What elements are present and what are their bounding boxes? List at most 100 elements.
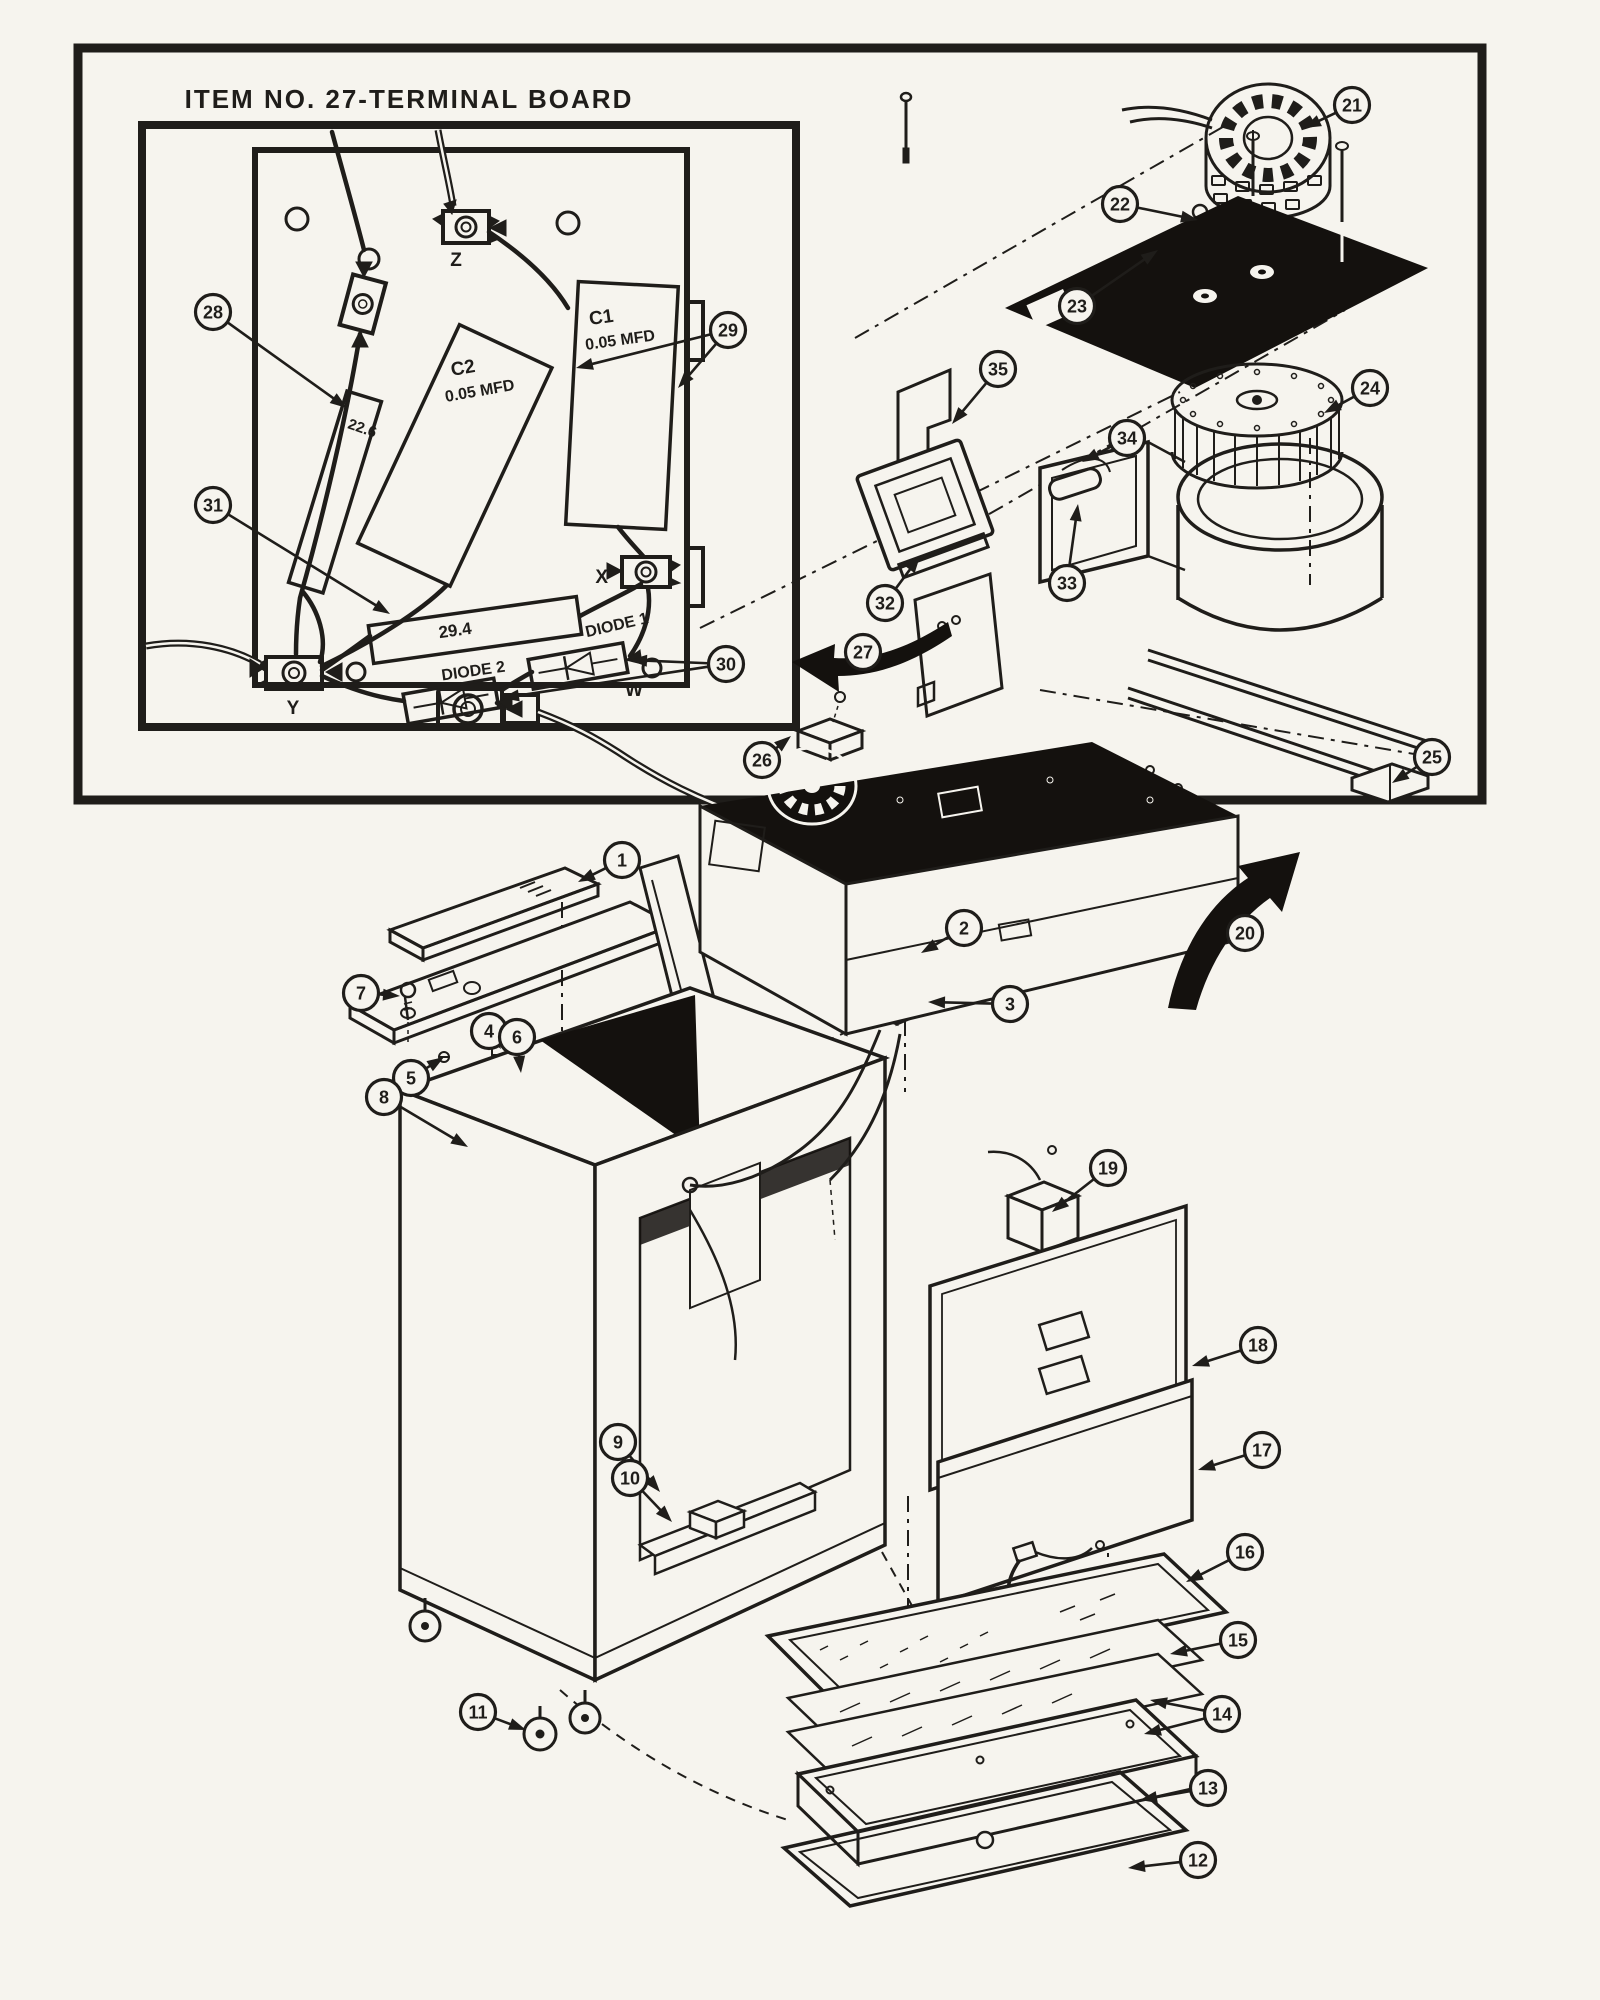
callout-5: 5 [391,1057,444,1098]
svg-text:31: 31 [203,496,223,516]
callout-11: 11 [458,1692,526,1732]
callout-1: 1 [578,840,642,882]
control-bracket [987,1145,1083,1255]
svg-text:16: 16 [1235,1543,1255,1563]
wire-connector [337,272,389,336]
svg-text:27: 27 [853,643,873,663]
callout-35: 35 [952,349,1018,424]
limit-switch-box [793,691,867,763]
label-resistor-22-6: 22.6 [346,416,379,442]
run-capacitor [1048,467,1102,501]
svg-text:7: 7 [356,984,366,1004]
callout-2: 2 [921,908,984,953]
svg-text:6: 6 [512,1028,522,1048]
label-terminal-w: W [625,680,643,701]
callout-16: 16 [1186,1532,1265,1582]
cabinet-shell [394,986,891,1683]
callout-29: 29 [576,310,748,388]
bolt [899,91,913,164]
capacitor-c1 [563,279,681,532]
callout-24: 24 [1324,368,1390,413]
label-c1-name: C1 [588,306,615,330]
svg-text:4: 4 [484,1022,494,1042]
screw [399,981,417,1045]
svg-text:11: 11 [468,1703,487,1723]
svg-text:22: 22 [1110,195,1130,215]
diode-2-part [401,676,501,726]
callout-18: 18 [1192,1325,1278,1367]
board-wiring [293,129,652,713]
callout-10: 10 [610,1458,672,1522]
terminal-z [432,209,501,245]
callout-7: 7 [341,973,400,1013]
svg-text:21: 21 [1342,96,1362,116]
base-bracket [637,1481,818,1576]
svg-text:29: 29 [718,321,738,341]
transformer [855,438,995,580]
filter-sheets [785,1618,1205,1776]
callout-13: 13 [1140,1768,1228,1808]
svg-text:12: 12 [1188,1851,1208,1871]
label-terminal-y: Y [287,698,300,719]
callout-25: 25 [1392,737,1452,783]
svg-text:20: 20 [1235,924,1255,944]
capacitor-c2 [355,322,555,589]
callout-22: 22 [1100,184,1198,224]
svg-text:34: 34 [1117,429,1137,449]
svg-text:30: 30 [716,655,736,675]
callout-3: 3 [928,984,1030,1024]
svg-text:13: 13 [1198,1779,1218,1799]
callout-26: 26 [742,736,791,780]
svg-text:32: 32 [875,594,895,614]
callout-8: 8 [364,1077,468,1147]
svg-text:26: 26 [752,751,772,771]
svg-text:35: 35 [988,360,1008,380]
resistor-29-4 [366,594,584,666]
resistor-22-6 [286,388,384,596]
callout-30: 30 [502,644,746,702]
cabinet-exploded-view [346,742,1300,1908]
callout-layer: 1234567891011121314151617181920212223242… [193,85,1452,1880]
callout-33: 33 [1047,504,1087,603]
svg-text:33: 33 [1057,574,1077,594]
bottom-grille [780,1770,1190,1908]
callout-34: 34 [1082,418,1147,462]
callout-27: 27 [843,632,883,672]
svg-text:3: 3 [1005,995,1015,1015]
label-c2-name: C2 [449,356,477,381]
callout-31: 31 [193,485,390,614]
svg-text:5: 5 [406,1069,416,1089]
svg-text:9: 9 [613,1433,623,1453]
callout-14: 14 [1144,1694,1242,1736]
callout-19: 19 [1052,1148,1128,1212]
label-terminal-x: X [595,567,608,588]
svg-text:2: 2 [959,919,969,939]
callout-28: 28 [193,292,347,408]
svg-text:8: 8 [379,1088,389,1108]
label-resistor-29-4: 29.4 [437,619,473,642]
svg-text:10: 10 [620,1469,640,1489]
callout-15: 15 [1170,1620,1258,1660]
svg-text:17: 17 [1252,1441,1272,1461]
caster-wheels [408,1598,602,1752]
svg-text:28: 28 [203,303,223,323]
callout-32: 32 [865,556,920,623]
svg-text:25: 25 [1422,748,1442,768]
unit-fan [766,746,1154,826]
callout-6: 6 [497,1017,537,1073]
callout-9: 9 [598,1422,660,1492]
terminal-board-drawing [145,129,917,839]
lower-panel [936,1377,1194,1607]
inset-title: ITEM NO. 27-TERMINAL BOARD [185,84,634,114]
slide-rails [1127,648,1431,794]
caster-item-11 [522,1706,558,1752]
label-terminal-z: Z [450,250,462,271]
svg-text:15: 15 [1228,1631,1248,1651]
svg-text:14: 14 [1212,1705,1232,1725]
callout-12: 12 [1128,1840,1218,1880]
blower-exploded-view [699,82,1431,804]
top-cover [386,866,602,963]
label-c2-value: 0.05 MFD [444,377,516,406]
